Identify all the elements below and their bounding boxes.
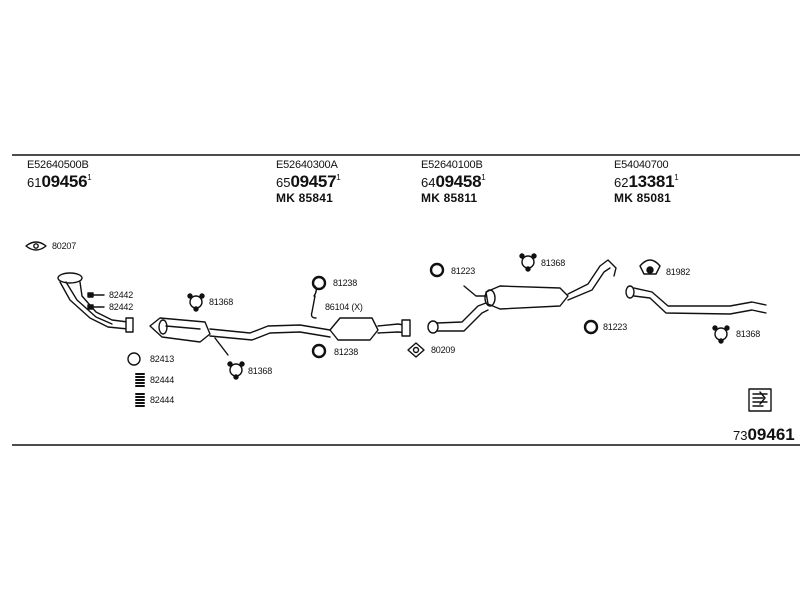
- part-label: 81223: [603, 322, 628, 332]
- sealing-ring-icon: [311, 275, 327, 291]
- part-label: 81223: [451, 266, 476, 276]
- part-label: 82442: [109, 290, 134, 300]
- front-pipe-icon: [57, 272, 134, 333]
- rubber-mount-icon: [227, 361, 245, 380]
- oem-code: E54040700: [614, 159, 669, 171]
- reference-main: 09461: [747, 425, 795, 444]
- part-number: 65094571: [276, 173, 341, 190]
- part-label: 86104 (X): [325, 302, 363, 312]
- sealing-ring-icon: [127, 352, 141, 366]
- reference-number: 7309461: [733, 425, 795, 445]
- middle-silencer-icon: [329, 317, 411, 341]
- sealing-ring-icon: [429, 262, 445, 278]
- part-number-prefix: 62: [614, 175, 629, 190]
- mk-number: MK 85811: [421, 191, 478, 205]
- part-number-prefix: 65: [276, 175, 291, 190]
- rubber-mount-icon: [712, 325, 730, 344]
- spring-icon: [135, 393, 145, 407]
- group-header: E52640100B 64094581 MK 85811: [421, 159, 486, 205]
- group-header: E52640300A 65094571 MK 85841: [276, 159, 341, 205]
- gasket-ring-icon: [25, 241, 47, 251]
- oem-code: E52640100B: [421, 159, 483, 171]
- part-number: 61094561: [27, 173, 92, 190]
- part-label: 82444: [150, 375, 175, 385]
- part-label: 81368: [209, 297, 234, 307]
- part-label: 80207: [52, 241, 77, 251]
- sealing-ring-icon: [583, 319, 599, 335]
- bolt-icon: [87, 292, 105, 298]
- reference-prefix: 73: [733, 428, 748, 443]
- tail-pipe-icon: [625, 285, 767, 315]
- part-label: 82413: [150, 354, 175, 364]
- oem-code: E52640500B: [27, 159, 89, 171]
- part-number: 62133811: [614, 173, 679, 190]
- part-number-main: 09457: [290, 172, 337, 191]
- rubber-mount-icon: [519, 253, 537, 272]
- part-label: 81368: [541, 258, 566, 268]
- group-header: E52640500B 61094561: [27, 159, 92, 191]
- sealing-ring-icon: [311, 343, 327, 359]
- gasket-flange-icon: [407, 342, 425, 358]
- part-number-suffix: 1: [674, 173, 679, 182]
- catalog-book-icon: [748, 388, 772, 412]
- part-number-main: 09456: [41, 172, 88, 191]
- part-number-main: 13381: [628, 172, 675, 191]
- part-label: 82442: [109, 302, 134, 312]
- mk-number: MK 85081: [614, 191, 671, 205]
- part-label: 81238: [333, 278, 358, 288]
- part-label: 81982: [666, 267, 691, 277]
- part-label: 82444: [150, 395, 175, 405]
- part-number-main: 09458: [435, 172, 482, 191]
- hanger-icon: [639, 259, 661, 275]
- part-number-suffix: 1: [336, 173, 341, 182]
- rear-silencer-icon: [427, 259, 617, 334]
- part-label: 81238: [334, 347, 359, 357]
- hook-icon: [310, 285, 317, 319]
- part-number-prefix: 64: [421, 175, 436, 190]
- mk-number: MK 85841: [276, 191, 333, 205]
- group-header: E54040700 62133811 MK 85081: [614, 159, 679, 205]
- part-label: 81368: [248, 366, 273, 376]
- spring-icon: [135, 373, 145, 387]
- part-label: 80209: [431, 345, 456, 355]
- part-label: 81368: [736, 329, 761, 339]
- part-number: 64094581: [421, 173, 486, 190]
- front-silencer-icon: [149, 317, 331, 356]
- part-number-prefix: 61: [27, 175, 42, 190]
- rubber-mount-icon: [187, 293, 205, 312]
- bolt-icon: [87, 304, 105, 310]
- part-number-suffix: 1: [87, 173, 92, 182]
- part-number-suffix: 1: [481, 173, 486, 182]
- oem-code: E52640300A: [276, 159, 338, 171]
